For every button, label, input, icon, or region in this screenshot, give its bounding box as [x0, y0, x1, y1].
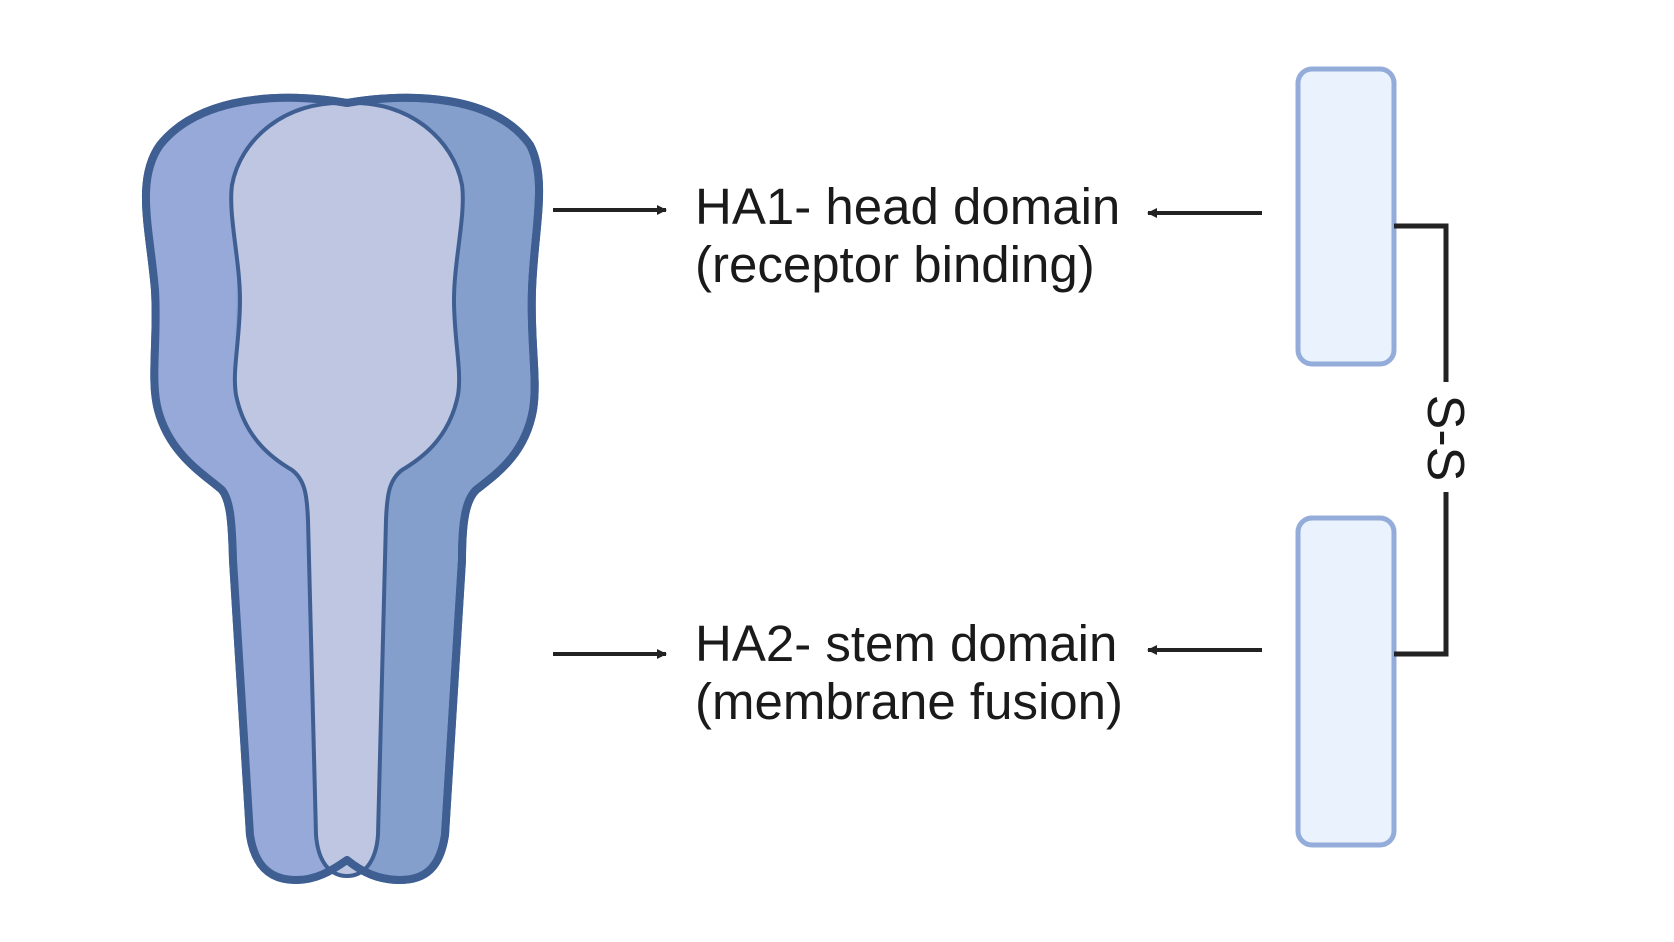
- hemagglutinin-trimer: [142, 93, 544, 884]
- ha1-label: HA1- head domain (receptor binding): [695, 178, 1120, 293]
- trimer-outline: [142, 93, 544, 884]
- trimer-left-lobe: [149, 100, 347, 878]
- disulfide-connector-top: [1394, 223, 1449, 382]
- ha1-label-line2: (receptor binding): [695, 236, 1095, 293]
- ha2-label: HA2- stem domain (membrane fusion): [695, 615, 1123, 730]
- ha1-box: [1295, 66, 1397, 367]
- ha2-label-line1: HA2- stem domain: [695, 615, 1117, 672]
- ha1-label-line1: HA1- head domain: [695, 178, 1120, 235]
- trimer-inner-monomer: [229, 100, 465, 878]
- ha2-box: [1295, 515, 1397, 848]
- disulfide-bond-label: S-S: [1416, 395, 1474, 482]
- disulfide-connector-bottom: [1394, 492, 1449, 657]
- ha2-label-line2: (membrane fusion): [695, 673, 1123, 730]
